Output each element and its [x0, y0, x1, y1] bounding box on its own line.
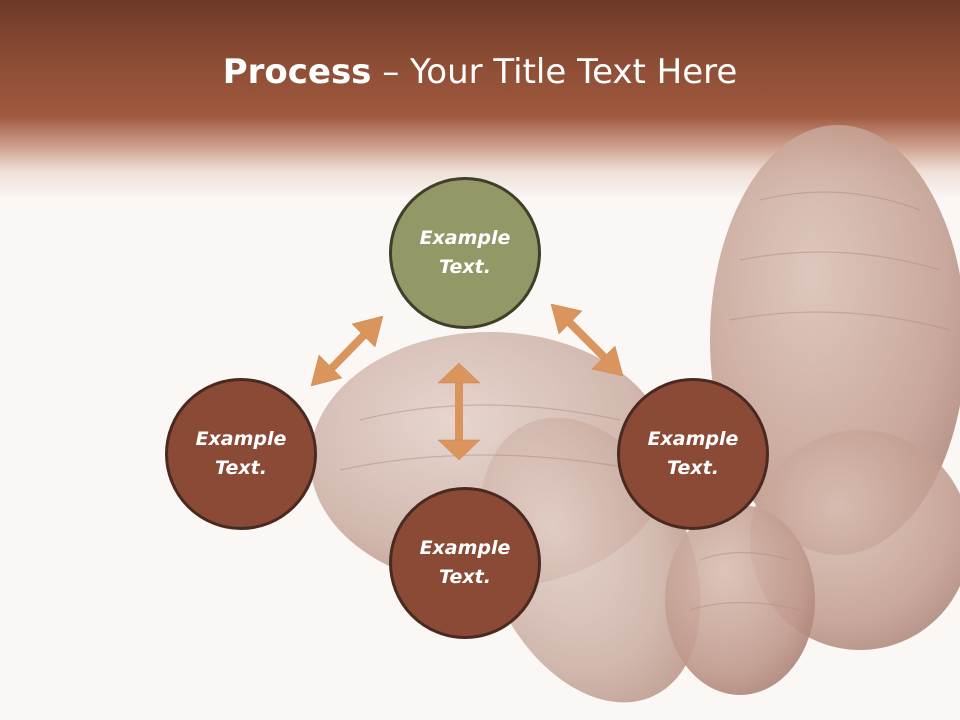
node-top-line2: Text. [439, 256, 491, 278]
node-left: Example Text. [165, 378, 317, 530]
arrow-vertical [437, 362, 481, 461]
node-right-line2: Text. [667, 457, 719, 479]
node-bottom-line1: Example [419, 537, 511, 559]
node-bottom: Example Text. [389, 487, 541, 639]
node-top: Example Text. [389, 177, 541, 329]
node-left-line2: Text. [215, 457, 267, 479]
node-right-line1: Example [647, 428, 739, 450]
node-right: Example Text. [617, 378, 769, 530]
node-left-line1: Example [195, 428, 287, 450]
node-top-line1: Example [419, 227, 511, 249]
node-bottom-line2: Text. [439, 566, 491, 588]
arrow-top-left [310, 315, 384, 387]
title-rest: – Your Title Text Here [371, 52, 738, 92]
title-bold: Process [222, 52, 372, 92]
page-title: Process – Your Title Text Here [0, 52, 960, 92]
arrow-top-right [550, 303, 624, 377]
